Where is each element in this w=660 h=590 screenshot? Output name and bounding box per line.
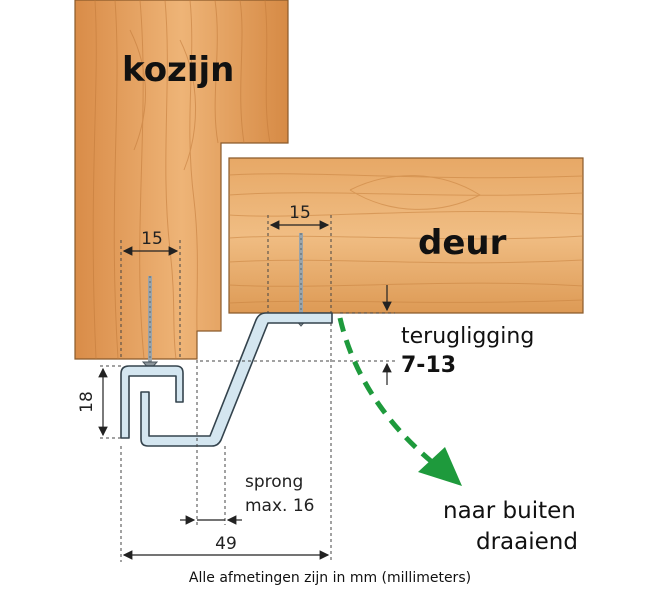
- units-note: Alle afmetingen zijn in mm (millimeters): [189, 570, 471, 586]
- setback-label: terugligging: [401, 324, 534, 349]
- swing-arrow-path: [337, 317, 434, 464]
- dim-frame-screw: 15: [141, 229, 163, 249]
- dim-door-screw: 15: [289, 203, 311, 223]
- direction-label-1: naar buiten: [443, 498, 576, 524]
- door-label: deur: [418, 223, 507, 263]
- metal-profile: [120, 312, 333, 447]
- swing-arrow-head: [418, 447, 462, 486]
- jump-label: sprong: [245, 472, 303, 492]
- direction-label-2: draaiend: [476, 529, 578, 555]
- setback-value: 7-13: [401, 353, 456, 378]
- frame-label: kozijn: [122, 50, 234, 90]
- dim-height: 18: [77, 391, 97, 413]
- door-wood: [228, 157, 584, 314]
- jump-value: max. 16: [245, 496, 314, 516]
- dim-total: 49: [215, 534, 237, 554]
- frame-wood: [74, 0, 289, 360]
- extension-lines: [100, 215, 395, 562]
